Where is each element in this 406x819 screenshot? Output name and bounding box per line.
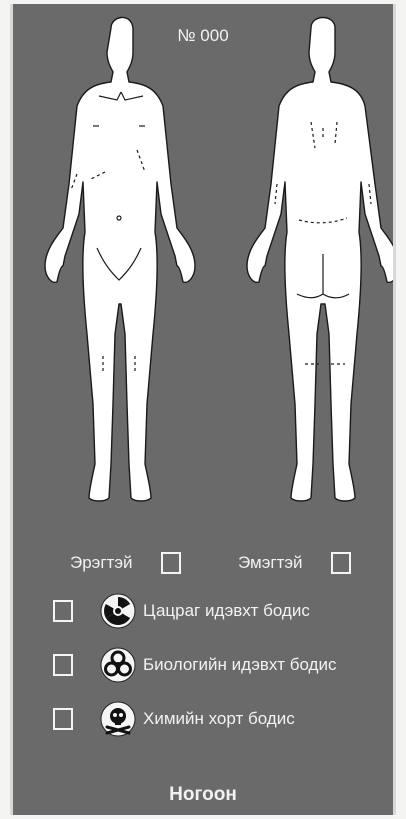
male-checkbox[interactable] — [161, 552, 181, 574]
biohazard-icon — [99, 646, 137, 684]
biological-checkbox[interactable] — [53, 654, 73, 676]
hazard-row-biological: Биологийн идэвхт бодис — [13, 644, 393, 688]
body-diagram — [13, 4, 393, 534]
radiation-checkbox[interactable] — [53, 600, 73, 622]
triage-card: № 000 — [10, 4, 396, 815]
hazard-row-chemical: Химийн хорт бодис — [13, 698, 393, 742]
female-label: Эмэгтэй — [238, 553, 303, 573]
front-body-figure[interactable] — [45, 17, 195, 501]
radiation-icon — [99, 592, 137, 630]
chemical-label: Химийн хорт бодис — [143, 709, 295, 729]
skull-crossbones-icon — [99, 700, 137, 738]
male-label: Эрэгтэй — [70, 553, 133, 573]
female-checkbox[interactable] — [331, 552, 351, 574]
back-body-figure[interactable] — [247, 18, 393, 502]
gender-row: Эрэгтэй Эмэгтэй — [13, 548, 393, 578]
biological-label: Биологийн идэвхт бодис — [143, 655, 336, 675]
hazard-row-radiation: Цацраг идэвхт бодис — [13, 590, 393, 634]
radiation-label: Цацраг идэвхт бодис — [143, 601, 310, 621]
chemical-checkbox[interactable] — [53, 708, 73, 730]
triage-category-label: Ногоон — [13, 784, 393, 806]
